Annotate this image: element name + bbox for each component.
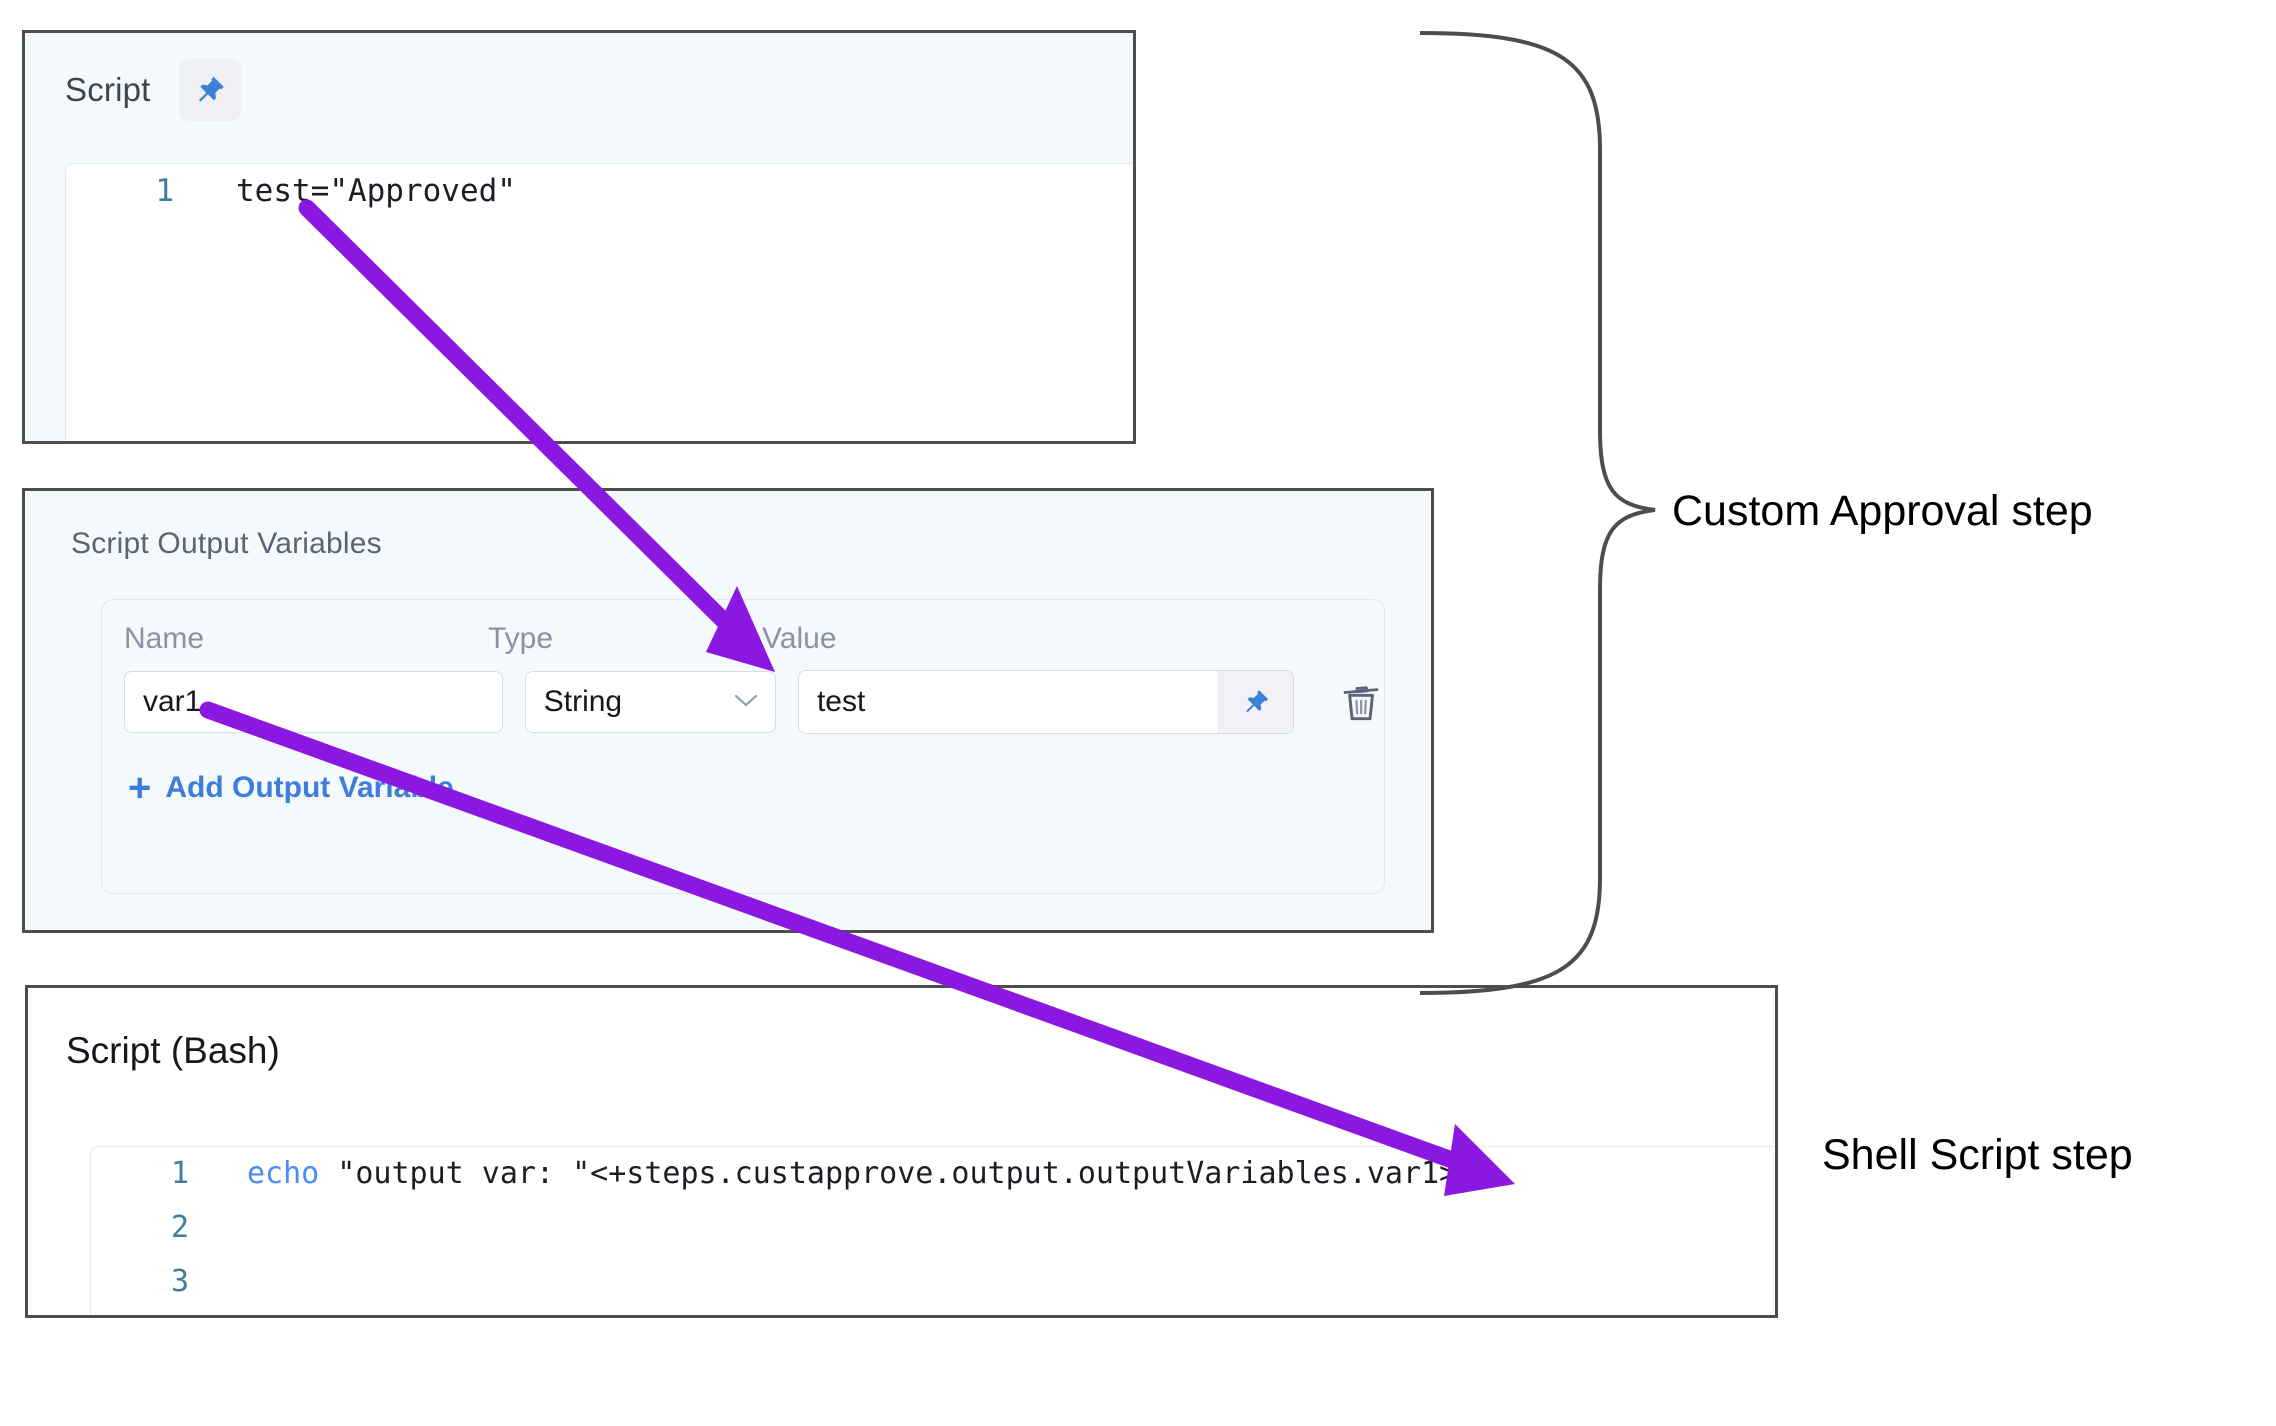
script-panel-header: Script — [25, 33, 1133, 121]
code-line: 1 echo "output var: "<+steps.custapprove… — [91, 1147, 1775, 1201]
bash-panel-title: Script (Bash) — [66, 1030, 280, 1071]
line-number: 1 — [155, 173, 174, 209]
output-variable-row: var1 String test — [102, 656, 1384, 734]
script-code-editor[interactable]: 1 test="Approved" — [65, 163, 1133, 441]
code-line-rest: "output var: "<+steps.custapprove.output… — [319, 1156, 1458, 1191]
line-number: 3 — [170, 1264, 189, 1299]
pushpin-icon[interactable] — [1218, 671, 1294, 733]
column-header-name: Name — [124, 622, 205, 655]
annotation-custom-approval-step: Custom Approval step — [1672, 487, 2093, 535]
output-variables-title: Script Output Variables — [71, 527, 382, 560]
add-output-variable-button[interactable]: + Add Output Variable — [102, 734, 1384, 808]
code-line-text: echo "output var: "<+steps.custapprove.o… — [189, 1147, 1457, 1201]
chevron-down-icon — [733, 690, 759, 714]
code-line: 1 test="Approved" — [66, 164, 1133, 218]
code-line: 3 — [91, 1255, 1775, 1309]
bash-code-editor[interactable]: 1 echo "output var: "<+steps.custapprove… — [90, 1146, 1775, 1315]
variable-value-input[interactable]: test — [798, 671, 1219, 733]
output-variables-column-headers: Name Type Value — [102, 600, 1384, 656]
annotation-shell-script-step: Shell Script step — [1822, 1131, 2133, 1179]
script-panel-title: Script — [65, 71, 151, 108]
variable-type-select[interactable]: String — [524, 671, 776, 733]
column-header-value: Value — [762, 622, 837, 655]
plus-icon: + — [128, 766, 152, 810]
pushpin-icon[interactable] — [178, 59, 241, 121]
line-number: 1 — [170, 1156, 189, 1191]
grouping-brace — [1419, 31, 1656, 995]
trash-icon[interactable] — [1338, 676, 1384, 728]
add-output-variable-label: Add Output Variable — [165, 771, 454, 804]
bash-script-panel: Script (Bash) 1 echo "output var: "<+ste… — [25, 985, 1778, 1318]
script-panel: Script 1 test="Approved" — [22, 30, 1136, 444]
output-variables-card: Name Type Value var1 String test — [101, 599, 1385, 894]
code-line: 2 — [91, 1201, 1775, 1255]
script-output-variables-panel: Script Output Variables Name Type Value … — [22, 488, 1434, 933]
variable-value-field[interactable]: test — [797, 670, 1295, 734]
variable-type-value: String — [543, 685, 623, 718]
line-number: 2 — [170, 1210, 189, 1245]
code-line-text: test="Approved" — [236, 173, 516, 209]
variable-name-input[interactable]: var1 — [124, 671, 503, 733]
code-keyword: echo — [247, 1156, 320, 1191]
column-header-type: Type — [488, 622, 554, 655]
